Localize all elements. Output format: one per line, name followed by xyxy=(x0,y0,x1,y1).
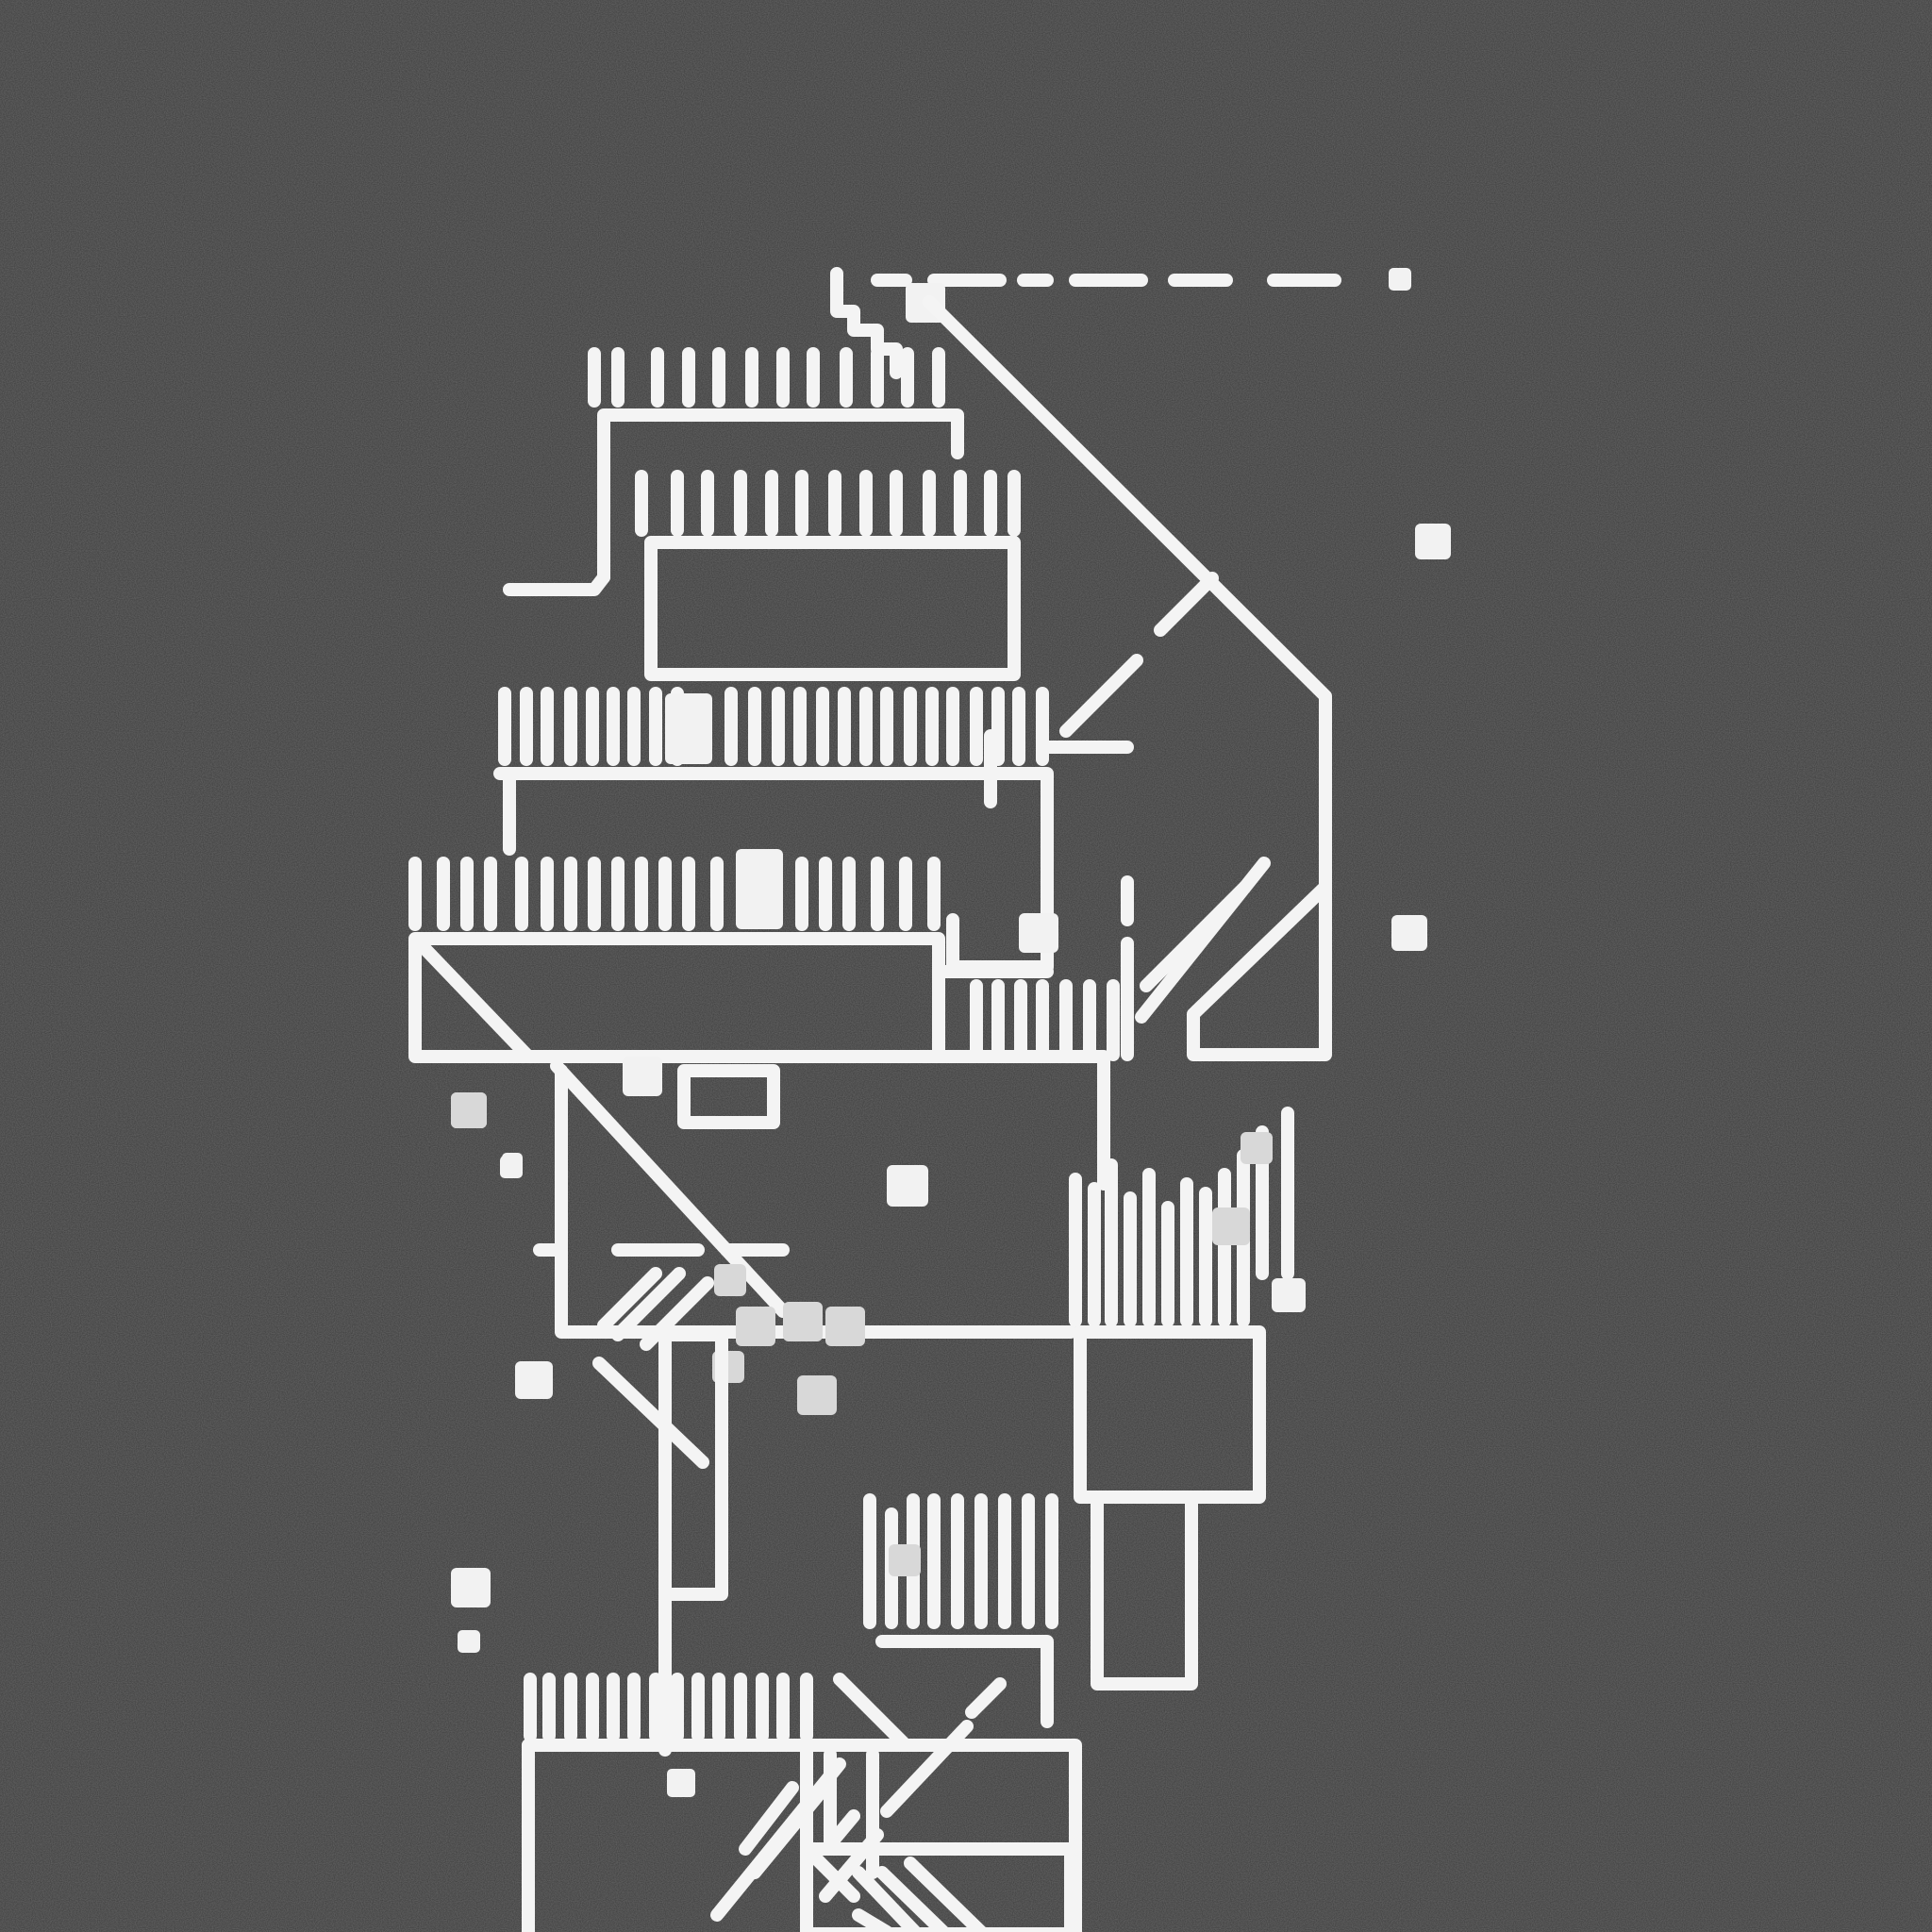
tier-2-teeth xyxy=(635,470,1021,537)
top-dashed-line xyxy=(871,268,1411,291)
tier-1-teeth xyxy=(588,347,945,408)
lower-comb-teeth xyxy=(863,1493,1058,1629)
tier-3-teeth xyxy=(498,687,1049,808)
tier-1-block xyxy=(503,347,964,596)
central-diagonals xyxy=(592,1267,728,1757)
right-outline-frame xyxy=(923,295,1451,1061)
right-comb-teeth xyxy=(1069,1107,1294,1327)
tier-4-block xyxy=(408,849,1120,1063)
bottom-comb-teeth xyxy=(524,1673,813,1742)
tier-4-side-teeth xyxy=(970,979,1120,1061)
bottom-comb-block xyxy=(522,1673,1082,1932)
right-comb-cluster xyxy=(1069,1107,1306,1690)
tier-4-teeth xyxy=(408,849,941,931)
middle-frame xyxy=(451,1050,1110,1415)
tier-2-block xyxy=(635,470,1021,681)
lower-comb-block xyxy=(863,1493,1058,1728)
scattered-squares xyxy=(451,1092,523,1653)
